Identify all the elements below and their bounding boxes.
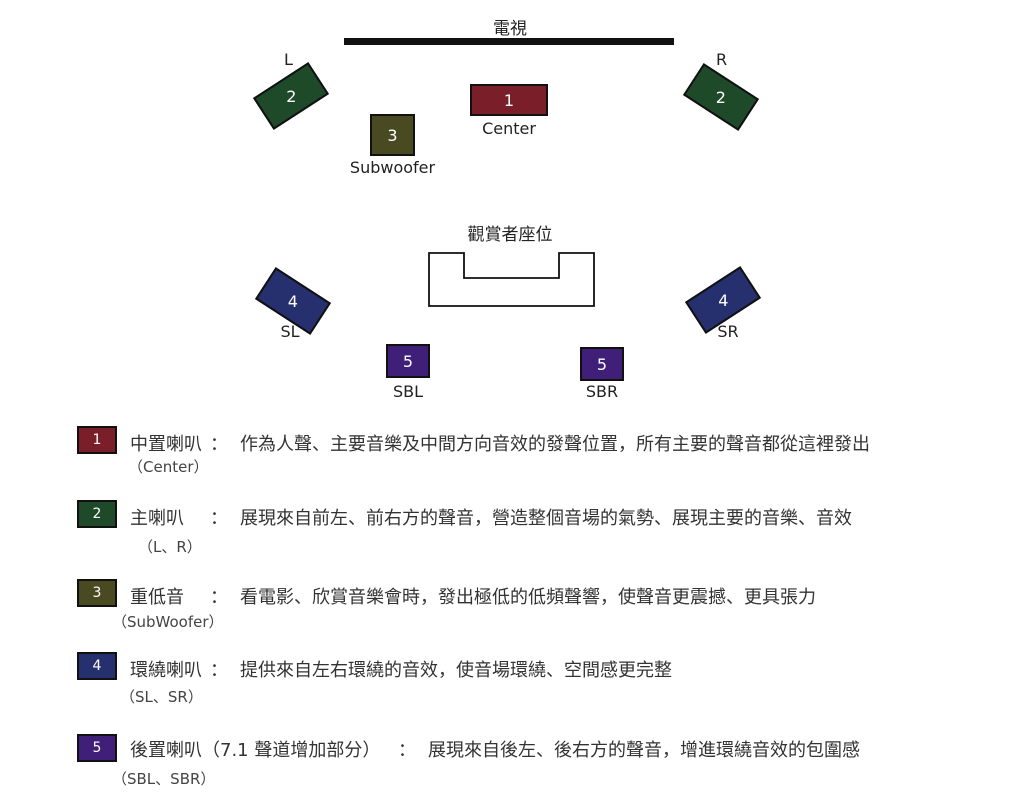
legend-description: 展現來自後左、後右方的聲音，增進環繞音效的包圍感 xyxy=(428,740,860,761)
legend-swatch: 3 xyxy=(77,579,117,607)
speaker-number: 4 xyxy=(287,291,299,311)
legend-row-surround: 4 環繞喇叭 ： 提供來自左右環繞的音效，使音場環繞、空間感更完整 （SL、SR… xyxy=(0,650,1018,720)
legend-name: 主喇叭 xyxy=(130,508,184,529)
legend-swatch: 5 xyxy=(77,734,117,762)
legend-colon: ： xyxy=(210,660,228,681)
viewer-seat xyxy=(428,252,595,307)
legend-swatch: 4 xyxy=(77,652,117,680)
surround-left-caption: SL xyxy=(280,322,300,341)
legend-row-back: 5 後置喇叭（7.1 聲道增加部分） ： 展現來自後左、後右方的聲音，增進環繞音… xyxy=(0,732,1018,802)
speaker-center: 1 xyxy=(470,84,548,116)
legend-subtitle: （SBL、SBR） xyxy=(112,770,216,788)
legend-name: 重低音 xyxy=(130,587,184,608)
legend-name: 後置喇叭（7.1 聲道增加部分） xyxy=(130,740,381,761)
back-right-caption: SBR xyxy=(585,382,619,401)
center-caption: Center xyxy=(482,119,536,138)
legend-description: 作為人聲、主要音樂及中間方向音效的發聲位置，所有主要的聲音都從這裡發出 xyxy=(240,434,870,455)
legend-colon: ： xyxy=(210,434,228,455)
legend-number: 1 xyxy=(92,432,102,448)
speaker-subwoofer: 3 xyxy=(370,114,415,156)
seat-label: 觀賞者座位 xyxy=(467,225,553,245)
back-left-caption: SBL xyxy=(392,382,424,401)
legend-number: 3 xyxy=(92,585,102,601)
legend-subtitle: （L、R） xyxy=(138,538,202,556)
speaker-main-left: 2 xyxy=(252,62,330,130)
speaker-number: 5 xyxy=(596,354,608,374)
legend-swatch: 1 xyxy=(77,426,117,454)
tv-label: 電視 xyxy=(493,19,527,39)
subwoofer-caption: Subwoofer xyxy=(349,158,436,177)
legend-row-subwoofer: 3 重低音 ： 看電影、欣賞音樂會時，發出極低的低頻聲響，使聲音更震撼、更具張力… xyxy=(0,577,1018,647)
legend-row-main: 2 主喇叭 ： 展現來自前左、前右方的聲音，營造整個音場的氣勢、展現主要的音樂、… xyxy=(0,498,1018,568)
speaker-main-right: 2 xyxy=(682,63,760,131)
legend-number: 4 xyxy=(92,658,102,674)
tv-screen xyxy=(344,38,674,45)
legend-row-center: 1 中置喇叭 ： 作為人聲、主要音樂及中間方向音效的發聲位置，所有主要的聲音都從… xyxy=(0,424,1018,494)
legend-description: 展現來自前左、前右方的聲音，營造整個音場的氣勢、展現主要的音樂、音效 xyxy=(240,508,852,529)
legend-colon: ： xyxy=(398,740,416,761)
legend-number: 5 xyxy=(92,740,102,756)
speaker-back-left: 5 xyxy=(386,344,430,378)
speaker-number: 4 xyxy=(717,290,729,310)
speaker-number: 2 xyxy=(285,86,297,106)
speaker-number: 2 xyxy=(715,87,727,107)
legend-colon: ： xyxy=(210,587,228,608)
legend-subtitle: （SubWoofer） xyxy=(112,613,224,631)
legend-number: 2 xyxy=(92,506,102,522)
legend-description: 看電影、欣賞音樂會時，發出極低的低頻聲響，使聲音更震撼、更具張力 xyxy=(240,587,816,608)
speaker-number: 3 xyxy=(387,125,398,145)
surround-right-caption: SR xyxy=(717,322,739,341)
left-letter: L xyxy=(284,50,293,69)
legend-name: 中置喇叭 xyxy=(130,434,202,455)
legend-description: 提供來自左右環繞的音效，使音場環繞、空間感更完整 xyxy=(240,660,672,681)
legend-subtitle: （SL、SR） xyxy=(120,688,203,706)
speaker-back-right: 5 xyxy=(580,347,624,381)
legend-colon: ： xyxy=(210,508,228,529)
speaker-number: 1 xyxy=(503,90,515,110)
legend-swatch: 2 xyxy=(77,500,117,528)
legend-name: 環繞喇叭 xyxy=(130,660,202,681)
legend-subtitle: （Center） xyxy=(128,458,209,476)
speaker-number: 5 xyxy=(402,351,414,371)
right-letter: R xyxy=(716,50,728,69)
